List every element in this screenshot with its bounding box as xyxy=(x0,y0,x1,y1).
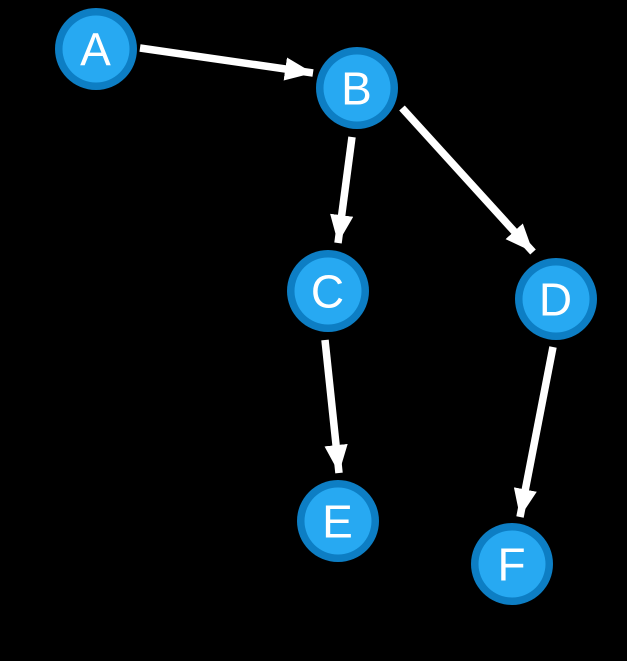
node-D[interactable]: D xyxy=(515,258,597,340)
node-body xyxy=(522,265,590,333)
node-body xyxy=(294,257,362,325)
edge-B-C xyxy=(330,136,356,244)
node-B[interactable]: B xyxy=(316,47,398,129)
node-A[interactable]: A xyxy=(55,8,137,90)
node-body xyxy=(304,487,372,555)
edge-C-E xyxy=(321,339,348,474)
edges-layer xyxy=(139,44,557,518)
node-C[interactable]: C xyxy=(287,250,369,332)
node-F[interactable]: F xyxy=(471,523,553,605)
node-body xyxy=(323,54,391,122)
edge-B-D xyxy=(399,105,536,255)
edge-D-F xyxy=(513,346,557,518)
node-E[interactable]: E xyxy=(297,480,379,562)
edge-A-B xyxy=(139,44,314,81)
node-body xyxy=(62,15,130,83)
node-body xyxy=(478,530,546,598)
